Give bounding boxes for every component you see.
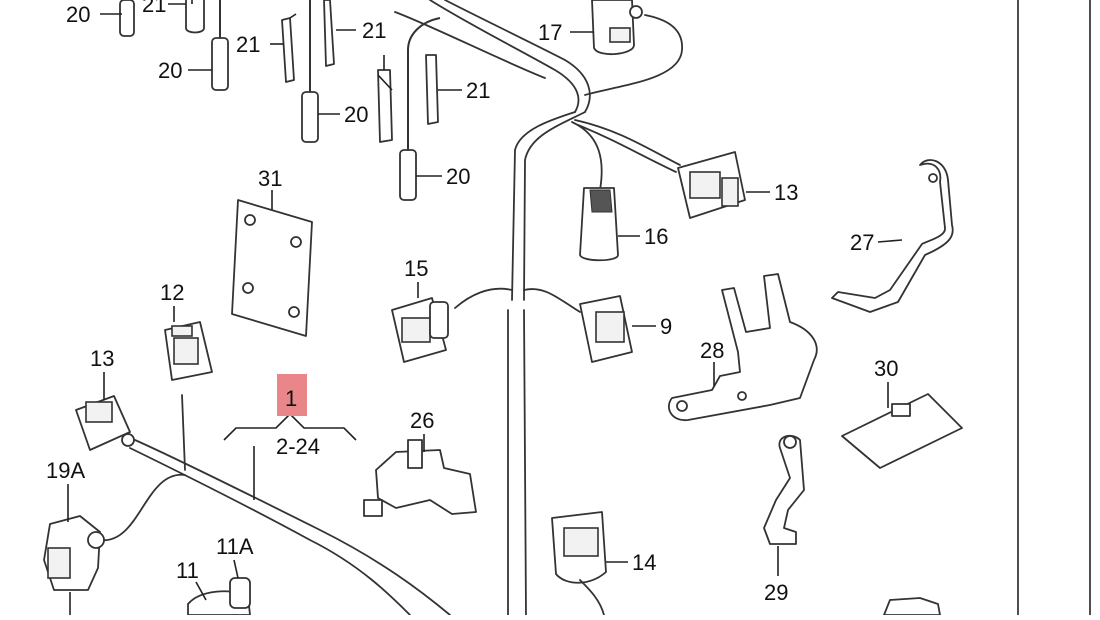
label-20-b: 20	[158, 58, 182, 83]
bracket-27	[831, 159, 954, 313]
connector-15	[391, 297, 449, 363]
plate-31	[231, 199, 313, 337]
plate-30	[841, 393, 963, 469]
frame-border	[1017, 0, 1091, 615]
bracket-28	[667, 273, 818, 421]
connector-12	[164, 321, 213, 381]
connector-16	[579, 187, 619, 262]
label-21-d: 21	[466, 78, 490, 103]
connector-17	[591, 0, 643, 55]
part-bottom-right	[883, 597, 941, 616]
label-15: 15	[404, 256, 428, 281]
sensor-group-top-left	[119, 0, 441, 201]
connector-13-left	[75, 395, 135, 451]
label-31: 31	[258, 166, 282, 191]
leader-lines	[67, 0, 903, 615]
label-13-top: 13	[774, 180, 798, 205]
connector-14	[551, 511, 607, 616]
label-29: 29	[764, 580, 788, 605]
label-1: 1	[285, 386, 297, 411]
label-21-a: 21	[142, 0, 166, 17]
label-2-24: 2-24	[276, 434, 320, 459]
label-21-b: 21	[236, 32, 260, 57]
clip-26	[363, 439, 477, 517]
label-19a: 19A	[46, 458, 85, 483]
connector-13-top	[677, 151, 746, 219]
label-20-a: 20	[66, 2, 90, 27]
label-16: 16	[644, 224, 668, 249]
label-20-d: 20	[446, 164, 470, 189]
connector-19a	[43, 515, 105, 591]
highlight-box	[277, 374, 307, 416]
label-12: 12	[160, 280, 184, 305]
clamp-29	[763, 434, 805, 545]
label-30: 30	[874, 356, 898, 381]
label-11a: 11A	[216, 534, 254, 559]
connector-9	[579, 295, 633, 363]
label-27: 27	[850, 230, 874, 255]
label-26: 26	[410, 408, 434, 433]
callout-labels: 20 21 21 20 21 21 20 20 17 13 16 31 15 9…	[46, 0, 898, 605]
main-harness	[99, 0, 683, 616]
label-20-c: 20	[344, 102, 368, 127]
label-11: 11	[176, 558, 199, 583]
label-14: 14	[632, 550, 656, 575]
label-17: 17	[538, 20, 562, 45]
label-13-left: 13	[90, 346, 114, 371]
label-9: 9	[660, 314, 672, 339]
connector-11	[187, 577, 251, 616]
label-21-c: 21	[362, 18, 386, 43]
label-28: 28	[700, 338, 724, 363]
